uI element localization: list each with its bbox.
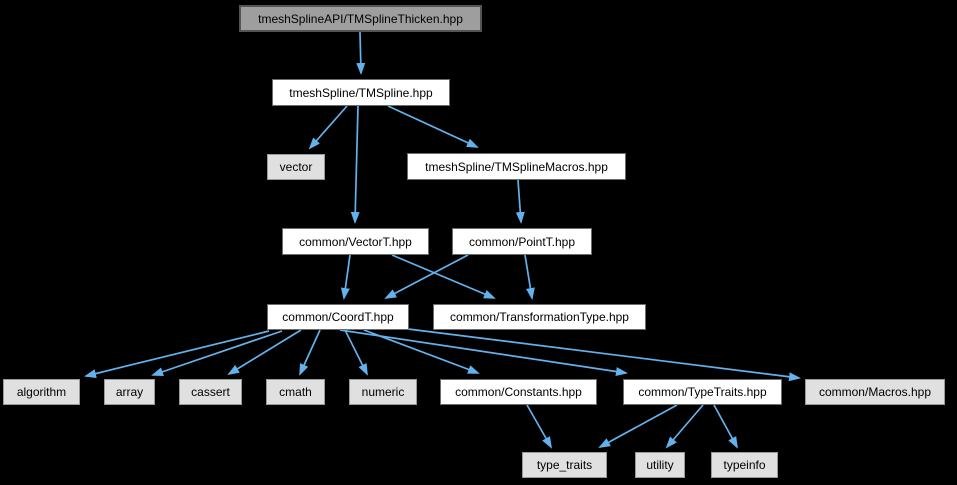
node-tmspline[interactable]: tmeshSpline/TMSpline.hpp [272, 79, 450, 106]
edge-coordt-to-array [151, 330, 283, 377]
edge-tmsplinemacros-to-pointt [515, 179, 525, 224]
node-numeric: numeric [349, 379, 417, 405]
node-algorithm: algorithm [3, 379, 80, 405]
node-coordt[interactable]: common/CoordT.hpp [267, 304, 409, 330]
node-cmath: cmath [266, 379, 325, 405]
node-vectort[interactable]: common/VectorT.hpp [282, 228, 429, 255]
node-typeinfo: typeinfo [711, 452, 778, 478]
edge-tmspline-to-vector [308, 105, 348, 150]
node-typetraits[interactable]: common/TypeTraits.hpp [623, 379, 782, 405]
edge-coordt-to-cassert [227, 329, 302, 376]
node-macros: common/Macros.hpp [805, 379, 945, 405]
edge-coordt-to-numeric [344, 329, 368, 376]
node-tmsplinemacros[interactable]: tmeshSpline/TMSplineMacros.hpp [407, 153, 626, 180]
edge-typetraits-to-typeinfo [713, 404, 738, 449]
edge-typetraits-to-utility [665, 404, 704, 449]
edge-constants-to-type_traits [526, 404, 552, 449]
node-vector: vector [267, 154, 325, 180]
edge-tmspline-to-tmsplinemacros [387, 105, 479, 148]
edge-vectort-to-coordt [340, 254, 351, 300]
edge-coordt-to-macros [407, 328, 801, 382]
node-transformationtype[interactable]: common/TransformationType.hpp [433, 304, 646, 330]
node-constants[interactable]: common/Constants.hpp [440, 379, 597, 405]
edge-pointt-to-transformationtype [524, 254, 535, 300]
node-tmsplinethicken: tmeshSplineAPI/TMSplineThicken.hpp [239, 5, 482, 32]
node-array: array [104, 379, 155, 405]
edge-tmspline-to-vectort [350, 105, 360, 224]
node-pointt[interactable]: common/PointT.hpp [452, 228, 592, 255]
edge-typetraits-to-type_traits [598, 404, 678, 448]
node-type_traits: type_traits [522, 452, 607, 478]
edge-coordt-to-cmath [299, 329, 321, 376]
edge-coordt-to-algorithm [84, 330, 270, 378]
edge-pointt-to-coordt [384, 254, 469, 299]
edge-vectort-to-transformationtype [391, 254, 496, 299]
node-cassert: cassert [179, 379, 242, 405]
edge-coordt-to-typetraits [339, 329, 628, 376]
node-utility: utility [635, 452, 685, 478]
edge-tmsplinethicken-to-tmspline [356, 31, 366, 75]
